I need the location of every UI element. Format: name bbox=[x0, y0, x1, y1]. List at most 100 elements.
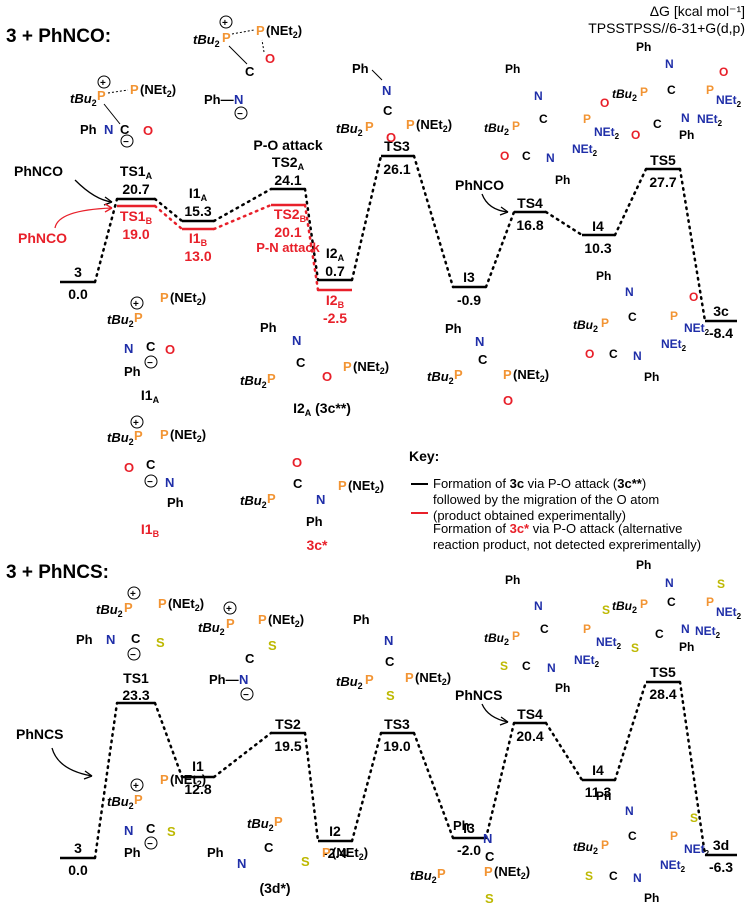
svg-text:tBu2: tBu2 bbox=[193, 32, 220, 49]
svg-text:P: P bbox=[454, 367, 463, 382]
svg-text:tBu2: tBu2 bbox=[198, 620, 225, 637]
pn-attack-label: P-N attack bbox=[256, 240, 320, 255]
structure2-i3: Ph N C tBu2 P P (NEt2) S bbox=[410, 818, 530, 906]
svg-text:O: O bbox=[719, 65, 728, 79]
svg-text:tBu2: tBu2 bbox=[336, 121, 363, 138]
panel1-black-connectors bbox=[93, 154, 707, 323]
label2-i4: I4 bbox=[592, 762, 604, 778]
svg-text:NEt2: NEt2 bbox=[574, 653, 600, 669]
svg-text:tBu2: tBu2 bbox=[612, 599, 637, 615]
structure2-ts3: Ph N C tBu2 P P (NEt2) S bbox=[336, 612, 451, 703]
key-red-line2: reaction product, not detected exprerime… bbox=[433, 537, 701, 552]
svg-text:O: O bbox=[689, 290, 698, 304]
reagent-phncs: PhNCS bbox=[16, 726, 63, 742]
svg-text:O: O bbox=[585, 347, 594, 361]
svg-text:tBu2: tBu2 bbox=[247, 816, 274, 833]
arrow2-curve bbox=[51, 747, 93, 777]
svg-text:tBu2: tBu2 bbox=[70, 91, 97, 108]
svg-text:O: O bbox=[143, 123, 153, 138]
svg-text:P: P bbox=[158, 596, 167, 611]
svg-text:+: + bbox=[133, 299, 139, 310]
value-ts2b: 20.1 bbox=[274, 224, 301, 240]
svg-text:NEt2: NEt2 bbox=[596, 635, 622, 651]
label-3: 3 bbox=[74, 264, 82, 280]
svg-text:Ph: Ph bbox=[167, 495, 184, 510]
svg-text:N: N bbox=[633, 871, 642, 885]
value-i2b: -2.5 bbox=[323, 310, 347, 326]
svg-text:P: P bbox=[322, 845, 331, 860]
svg-text:P: P bbox=[274, 814, 283, 829]
svg-text:+: + bbox=[133, 418, 139, 429]
struct-label-3cstar: 3c* bbox=[306, 537, 328, 553]
svg-text:S: S bbox=[602, 603, 610, 617]
label-ts3: TS3 bbox=[384, 138, 410, 154]
label-i4: I4 bbox=[592, 218, 604, 234]
svg-text:tBu2: tBu2 bbox=[612, 87, 637, 103]
svg-text:NEt2: NEt2 bbox=[661, 337, 687, 353]
svg-text:S: S bbox=[268, 638, 277, 653]
panel2-levels bbox=[60, 680, 737, 860]
svg-text:P: P bbox=[512, 629, 520, 643]
svg-text:P: P bbox=[405, 670, 414, 685]
svg-text:C: C bbox=[478, 352, 488, 367]
label-ts2b: TS2B bbox=[274, 206, 307, 224]
svg-text:(NEt2): (NEt2) bbox=[416, 117, 452, 134]
svg-text:N: N bbox=[316, 492, 325, 507]
svg-text:Ph: Ph bbox=[644, 370, 659, 384]
value2-i4: 11.3 bbox=[585, 784, 612, 800]
svg-text:C: C bbox=[522, 149, 531, 163]
svg-text:C: C bbox=[667, 595, 676, 609]
svg-text:Ph: Ph bbox=[352, 61, 369, 76]
svg-text:(NEt2): (NEt2) bbox=[140, 82, 176, 99]
svg-text:Ph: Ph bbox=[124, 364, 141, 379]
value-ts3: 26.1 bbox=[383, 161, 410, 177]
svg-text:N: N bbox=[546, 151, 555, 165]
svg-text:tBu2: tBu2 bbox=[107, 312, 134, 329]
svg-text:P: P bbox=[706, 595, 714, 609]
svg-text:N: N bbox=[625, 285, 634, 299]
svg-text:P: P bbox=[583, 112, 591, 126]
svg-text:(NEt2): (NEt2) bbox=[513, 367, 549, 384]
key-black-line2: followed by the migration of the O atom bbox=[433, 492, 659, 507]
svg-text:O: O bbox=[503, 393, 513, 408]
svg-text:Ph: Ph bbox=[353, 612, 370, 627]
svg-text:O: O bbox=[124, 460, 134, 475]
structure-ts4: Ph N tBu2 P C P O NEt2 NEt2 O C N Ph bbox=[484, 62, 620, 187]
svg-text:C: C bbox=[296, 355, 306, 370]
svg-text:C: C bbox=[539, 112, 548, 126]
svg-text:P: P bbox=[134, 428, 143, 443]
method-label: TPSSTPSS//6-31+G(d,p) bbox=[588, 20, 745, 36]
svg-text:P: P bbox=[134, 792, 143, 807]
structure-i4: Ph N tBu2 P C P O NEt2 NEt2 O C N Ph bbox=[573, 269, 710, 384]
label2-ts2: TS2 bbox=[275, 716, 301, 732]
value2-i2: -2.4 bbox=[323, 845, 347, 861]
svg-text:C: C bbox=[146, 821, 156, 836]
svg-text:tBu2: tBu2 bbox=[240, 373, 267, 390]
svg-text:N: N bbox=[475, 334, 484, 349]
panel1-title: 3 + PhNCO: bbox=[6, 26, 111, 47]
struct-label-i1b: I1B bbox=[141, 521, 160, 539]
svg-text:N: N bbox=[547, 661, 556, 675]
svg-text:P: P bbox=[583, 622, 591, 636]
svg-text:C: C bbox=[653, 117, 662, 131]
label2-ts3: TS3 bbox=[384, 716, 410, 732]
svg-text:P: P bbox=[226, 616, 235, 631]
structure-i2a: Ph N C tBu2 P O P (NEt2) bbox=[240, 320, 389, 390]
reagent-phnco-ts4: PhNCO bbox=[455, 177, 504, 193]
reagent-phnco-black: PhNCO bbox=[14, 163, 63, 179]
svg-text:C: C bbox=[245, 651, 255, 666]
svg-text:NEt2: NEt2 bbox=[684, 321, 710, 337]
svg-text:P: P bbox=[160, 772, 169, 787]
svg-text:S: S bbox=[156, 635, 165, 650]
panel2-title: 3 + PhNCS: bbox=[6, 562, 109, 583]
svg-text:(NEt2): (NEt2) bbox=[353, 359, 389, 376]
structure-i3: Ph N C tBu2 P P (NEt2) O bbox=[427, 321, 549, 408]
arrow-ts4-head bbox=[499, 206, 509, 216]
label2-i3: I3 bbox=[463, 820, 475, 836]
arrow-red-curve bbox=[54, 207, 113, 229]
key-title: Key: bbox=[409, 448, 439, 464]
svg-text:(NEt2): (NEt2) bbox=[170, 290, 206, 307]
value2-ts2: 19.5 bbox=[274, 738, 301, 754]
structure-3cstar: O C tBu2 P N P (NEt2) Ph bbox=[240, 455, 384, 529]
svg-text:−: − bbox=[243, 690, 249, 701]
